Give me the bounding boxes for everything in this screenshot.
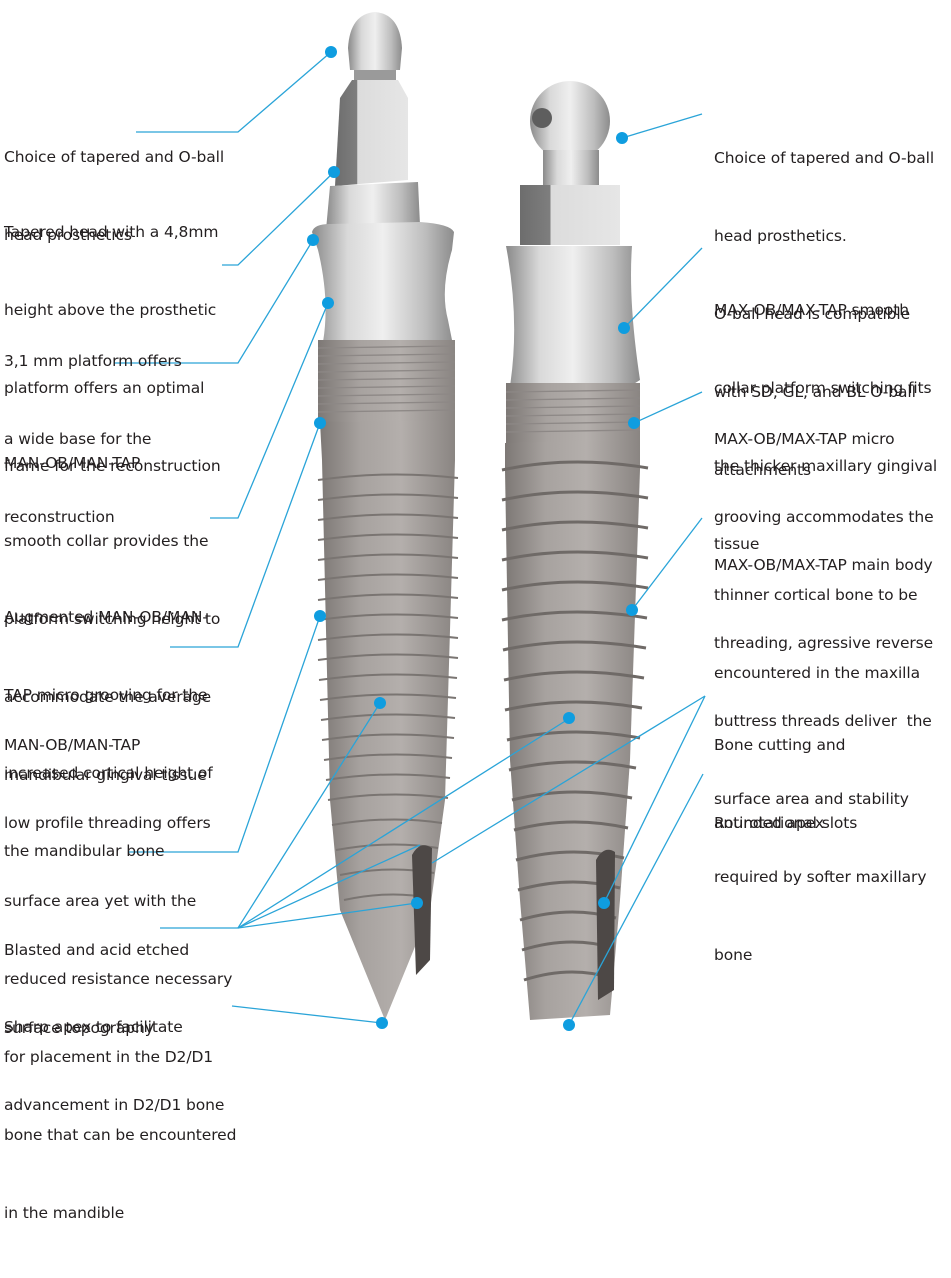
label-line: O-ball head is compatible: [714, 305, 911, 323]
label-man-micro-grooving: Augmented MAN-OB/MAN- TAP micro grooving…: [4, 552, 213, 916]
label-line: Choice of tapered and O-ball: [4, 148, 225, 166]
implant-diagram: Choice of tapered and O-ball head prosth…: [4, 12, 937, 1222]
label-prosthetic-head-choice-right: Choice of tapered and O-ball head prosth…: [714, 93, 934, 535]
implant-illustration: [114, 12, 706, 1031]
label-line: threading, agressive reverse: [714, 634, 934, 652]
label-line: reconstruction: [4, 508, 115, 526]
label-line: bone: [714, 946, 753, 964]
label-line: accommodate the average: [4, 688, 212, 706]
label-line: MAN-OB/MAN-TAP: [4, 454, 141, 472]
label-line: thinner cortical bone to be: [714, 586, 918, 604]
label-max-smooth-collar: MAX-OB/MAX-TAP smooth collar platform sw…: [714, 245, 937, 609]
label-line: reduced resistance necessary: [4, 970, 233, 988]
label-line: MAX-OB/MAX-TAP micro: [714, 430, 895, 448]
label-line: Rounded apex: [714, 814, 824, 832]
label-line: Blasted and acid etched: [4, 941, 190, 959]
label-platform: 3,1 mm platform offers a wide base for t…: [4, 296, 182, 582]
label-line: advancement in D2/D1 bone: [4, 1096, 225, 1114]
label-line: platform switching height to: [4, 610, 221, 628]
label-line: smooth collar provides the: [4, 532, 209, 550]
label-tapered-head: Tapered head with a 4,8mm height above t…: [4, 167, 221, 531]
label-line: platform offers an optimal: [4, 379, 205, 397]
label-line: Sharp apex to facilitate: [4, 1018, 183, 1036]
label-line: Augmented MAN-OB/MAN-: [4, 608, 208, 626]
label-line: head prosthetics: [4, 226, 132, 244]
label-line: surface area yet with the: [4, 892, 197, 910]
label-line: Bone cutting and: [714, 736, 846, 754]
label-line: buttress threads deliver the: [714, 712, 932, 730]
label-line: tissue: [714, 535, 760, 553]
label-line: a wide base for the: [4, 430, 152, 448]
label-line: grooving accommodates the: [714, 508, 934, 526]
label-line: mandibular gingival tissue: [4, 766, 207, 784]
label-line: MAX-OB/MAX-TAP smooth: [714, 301, 909, 319]
label-line: low profile threading offers: [4, 814, 211, 832]
leader-lines: [114, 51, 706, 1026]
label-line: surface area and stability: [714, 790, 909, 808]
label-line: MAN-OB/MAN-TAP: [4, 736, 141, 754]
label-line: with SD, GL, and BL O-ball: [714, 383, 916, 401]
label-line: in the mandible: [4, 1204, 125, 1222]
label-prosthetic-head-choice-left: Choice of tapered and O-ball head prosth…: [4, 92, 224, 300]
right-implant: [501, 81, 649, 1020]
annotation-dots: [307, 46, 640, 1031]
label-line: height above the prosthetic: [4, 301, 217, 319]
label-line: head prosthetics.: [714, 227, 847, 245]
label-bone-cutting-slots: Bone cutting and antirotational slots: [714, 680, 857, 888]
label-surface-topography: Blasted and acid etched surface topograp…: [4, 885, 189, 1093]
label-line: surface topography: [4, 1019, 154, 1037]
label-line: increased cortical height of: [4, 764, 213, 782]
label-line: collar platform switching fits: [714, 379, 932, 397]
label-line: TAP micro grooving for the: [4, 686, 208, 704]
left-implant: [312, 12, 459, 1020]
label-max-main-body-threading: MAX-OB/MAX-TAP main body threading, agre…: [714, 500, 933, 1020]
label-line: MAX-OB/MAX-TAP main body: [714, 556, 933, 574]
label-line: encountered in the maxilla: [714, 664, 920, 682]
label-line: frame for the reconstruction: [4, 457, 221, 475]
label-line: 3,1 mm platform offers: [4, 352, 182, 370]
label-man-smooth-collar: MAN-OB/MAN-TAP smooth collar provides th…: [4, 398, 220, 840]
label-line: Tapered head with a 4,8mm: [4, 223, 219, 241]
label-max-micro-grooving: MAX-OB/MAX-TAP micro grooving accommodat…: [714, 374, 934, 738]
label-line: antirotational slots: [714, 814, 858, 832]
label-line: the thicker maxillary gingival: [714, 457, 938, 475]
label-line: required by softer maxillary: [714, 868, 927, 886]
label-line: the mandibular bone: [4, 842, 165, 860]
label-line: Choice of tapered and O-ball: [714, 149, 935, 167]
label-sharp-apex: Sharp apex to facilitate advancement in …: [4, 962, 224, 1170]
label-rounded-apex: Rounded apex: [714, 758, 824, 888]
label-line: attachments: [714, 461, 812, 479]
